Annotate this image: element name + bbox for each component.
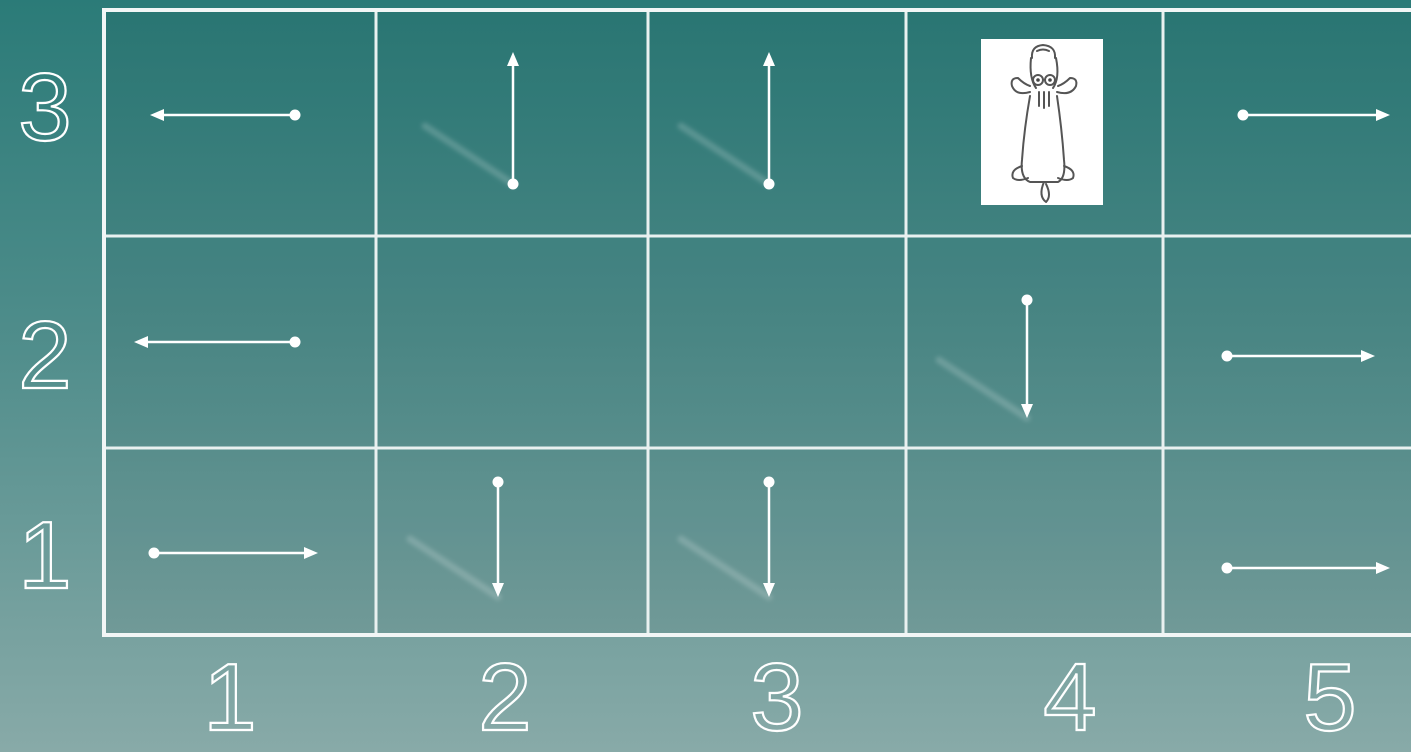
y-axis-label-2: 2 <box>18 302 71 409</box>
y-axis-label-1: 1 <box>18 502 71 609</box>
bear-pupil <box>1036 78 1040 82</box>
x-axis-label-3: 3 <box>750 644 803 751</box>
x-axis-label-1: 1 <box>203 644 256 751</box>
x-axis-label-5: 5 <box>1303 644 1356 751</box>
arrow-start-dot <box>508 179 519 190</box>
arrow-start-dot <box>290 110 301 121</box>
pictures <box>981 39 1103 205</box>
arrow-start-dot <box>1222 563 1233 574</box>
y-axis-label-3: 3 <box>18 54 71 161</box>
x-axis-label-4: 4 <box>1043 644 1096 751</box>
arrow-start-dot <box>149 548 160 559</box>
grid-lines <box>104 10 1411 635</box>
bear-pupil <box>1048 78 1052 82</box>
arrow-start-dot <box>764 179 775 190</box>
arrow-start-dot <box>1022 295 1033 306</box>
picture-frame <box>981 39 1103 205</box>
arrow-start-dot <box>1222 351 1233 362</box>
arrow-start-dot <box>1238 110 1249 121</box>
arrow-start-dot <box>764 477 775 488</box>
x-axis-label-2: 2 <box>478 644 531 751</box>
bear-icon <box>981 39 1103 205</box>
grid-area <box>104 10 1411 635</box>
arrow-start-dot <box>290 337 301 348</box>
arrow-start-dot <box>493 477 504 488</box>
